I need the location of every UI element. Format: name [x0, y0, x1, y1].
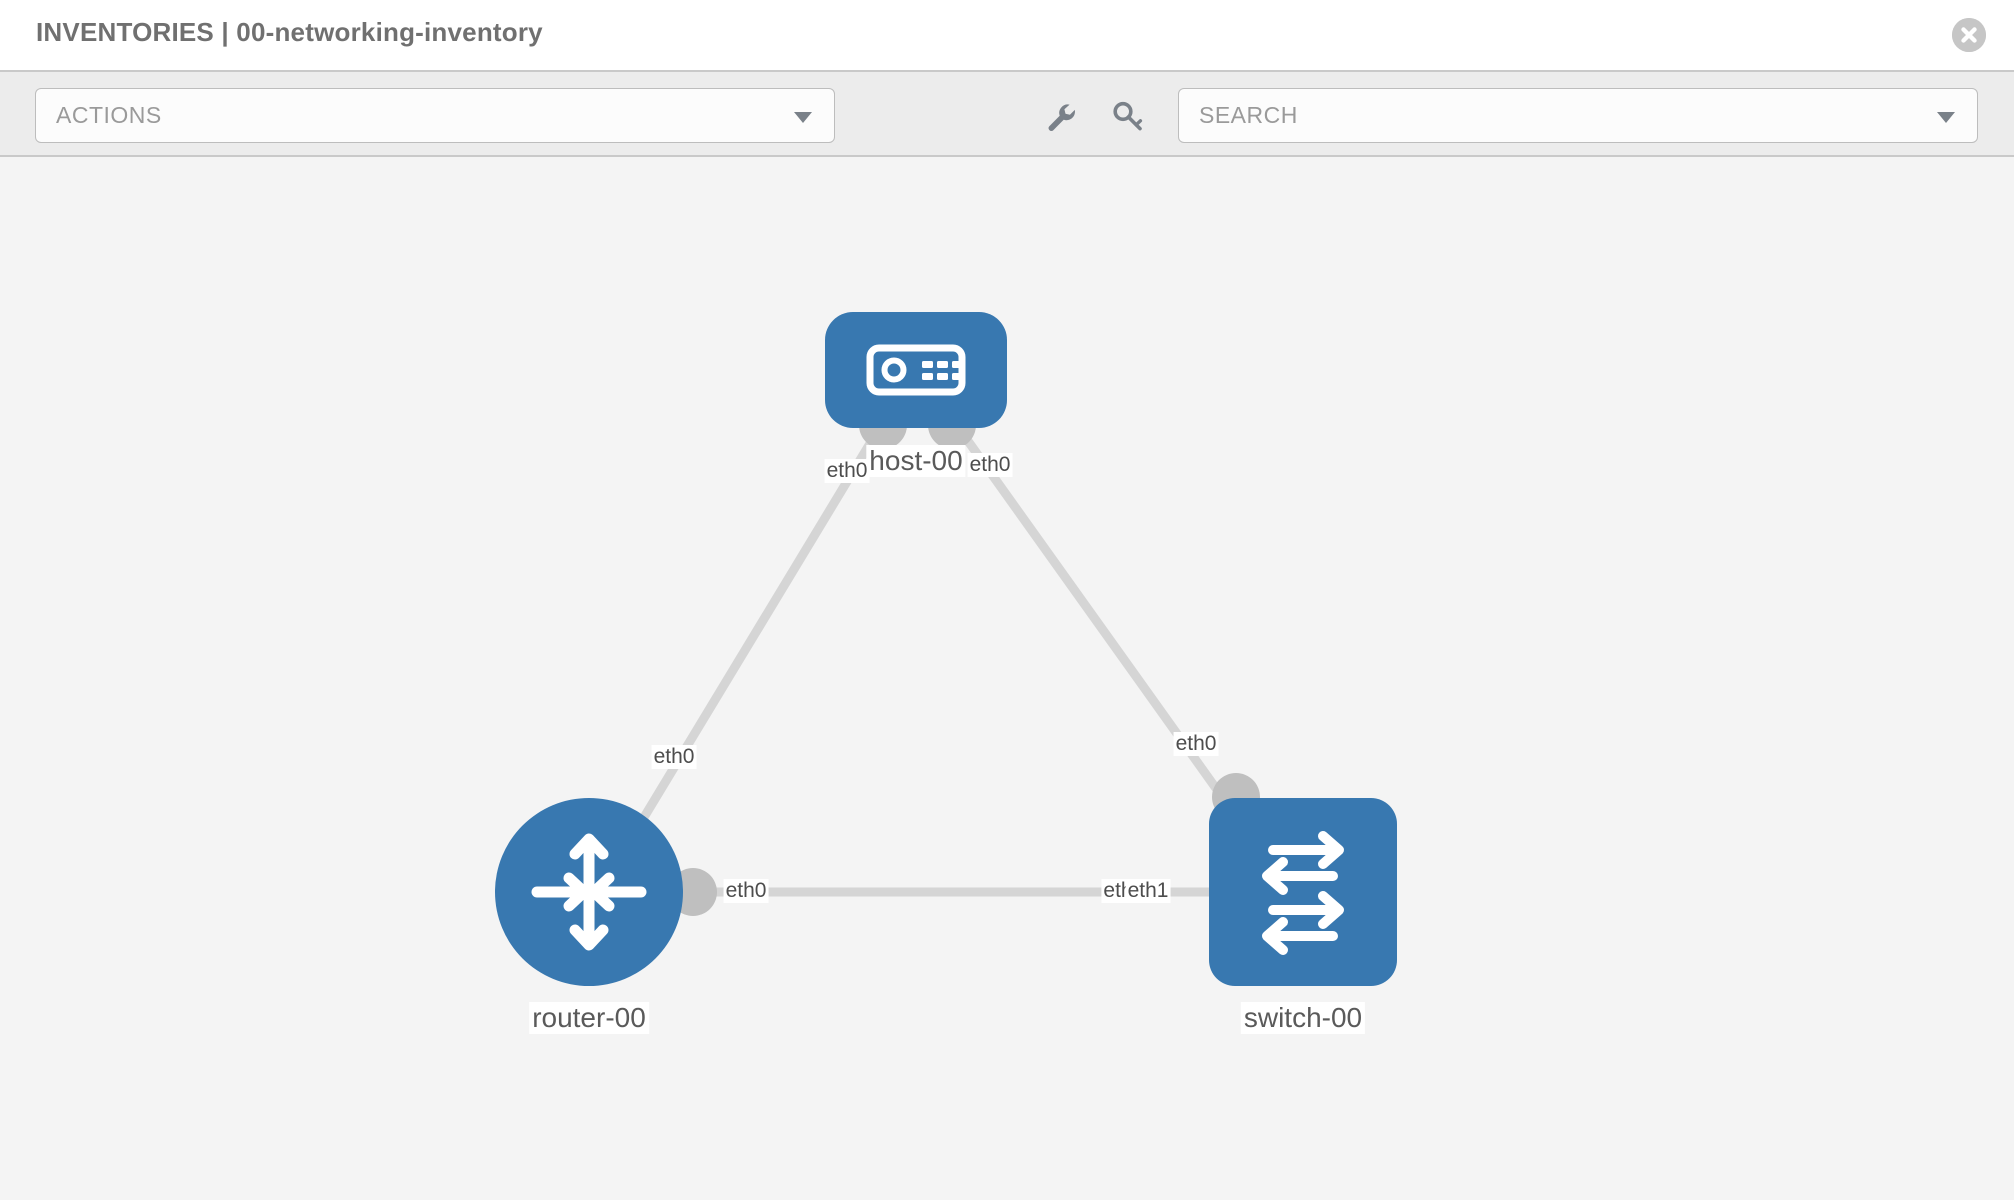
node-label-host-00: host-00 — [866, 445, 966, 477]
interface-label: eth0 — [723, 879, 769, 903]
topology-connectors — [669, 401, 1261, 916]
search-placeholder: SEARCH — [1199, 102, 1298, 128]
interface-label: eth0 — [651, 745, 697, 769]
chevron-down-icon[interactable] — [1937, 111, 1955, 123]
node-label-switch-00: switch-00 — [1240, 1002, 1366, 1034]
topology-node-router-00 — [495, 798, 683, 986]
close-icon[interactable] — [1952, 18, 1986, 52]
page-header: INVENTORIES | 00-networking-inventory — [0, 0, 2014, 70]
page-title: INVENTORIES | 00-networking-inventory — [36, 17, 543, 47]
topology-node-host-00 — [825, 312, 1007, 428]
topology-node-switch-00 — [1209, 798, 1397, 986]
interface-label: eth0 — [967, 453, 1013, 477]
topology-canvas[interactable]: host-00 router-00 switch-00 eth0 eth0 et… — [0, 157, 2014, 1200]
wrench-icon[interactable] — [1043, 99, 1079, 135]
actions-dropdown[interactable]: ACTIONS — [35, 88, 835, 143]
interface-label: eth0 — [824, 459, 870, 483]
node-label-router-00: router-00 — [529, 1002, 649, 1034]
interface-label: eth1 — [1125, 879, 1171, 903]
interface-label: eth0 — [1173, 732, 1219, 756]
chevron-down-icon — [794, 111, 812, 123]
search-input[interactable]: SEARCH — [1178, 88, 1978, 143]
key-icon[interactable] — [1110, 99, 1146, 135]
topology-links — [616, 424, 1269, 897]
actions-dropdown-label: ACTIONS — [56, 102, 162, 128]
toolbar: ACTIONS SEARCH — [0, 70, 2014, 157]
